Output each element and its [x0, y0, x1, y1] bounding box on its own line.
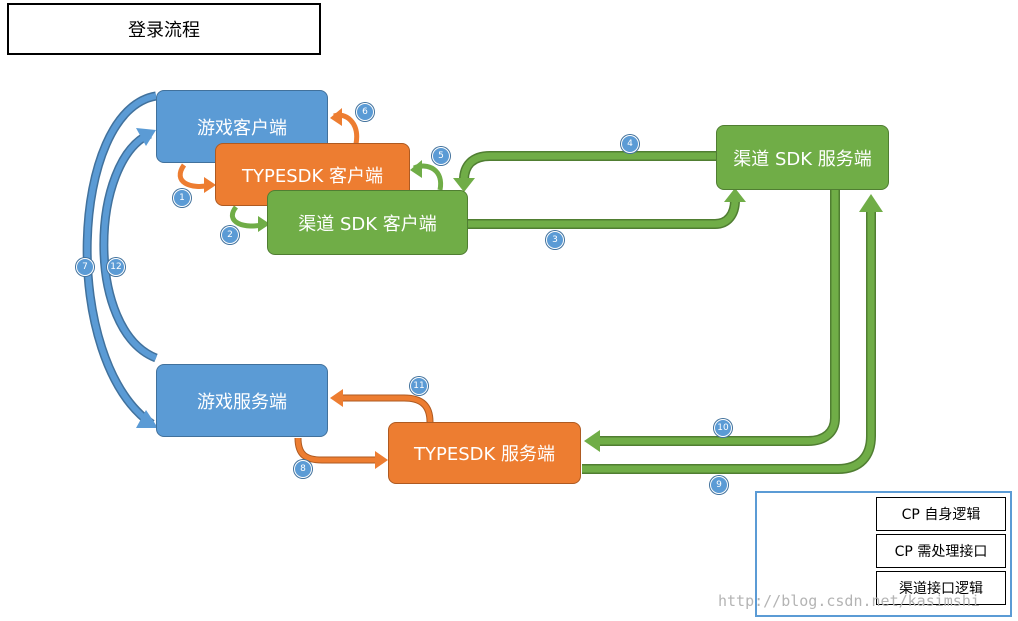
- legend-row-cp-interface: CP 需处理接口: [757, 534, 1010, 568]
- step-badge-4: 4: [621, 135, 639, 153]
- step-badge-12: 12: [107, 258, 125, 276]
- arrow-3: [468, 199, 740, 229]
- legend-label-channel: 渠道接口逻辑: [876, 571, 1006, 605]
- legend-row-cp-self: CP 自身逻辑: [757, 497, 1010, 531]
- watermark: http://blog.csdn.net/kasimshi: [718, 592, 980, 610]
- step-badge-3: 3: [546, 231, 564, 249]
- step-badge-10: 10: [714, 419, 732, 437]
- node-channel-sdk-client: 渠道 SDK 客户端: [267, 190, 468, 255]
- step-badge-6: 6: [356, 103, 374, 121]
- step-badge-9: 9: [710, 476, 728, 494]
- node-typesdk-server: TYPESDK 服务端: [388, 422, 581, 484]
- step-badge-11: 11: [410, 377, 428, 395]
- step-badge-2: 2: [221, 226, 239, 244]
- node-game-server: 游戏服务端: [156, 364, 328, 437]
- legend: CP 自身逻辑 CP 需处理接口 渠道接口逻辑: [755, 491, 1012, 617]
- arrow-12: [99, 129, 158, 363]
- legend-label-cp-self: CP 自身逻辑: [876, 497, 1006, 531]
- legend-row-channel: 渠道接口逻辑: [757, 571, 1010, 605]
- step-badge-8: 8: [294, 460, 312, 478]
- node-channel-sdk-server: 渠道 SDK 服务端: [716, 125, 889, 190]
- legend-label-cp-interface: CP 需处理接口: [876, 534, 1006, 568]
- diagram-title: 登录流程: [7, 3, 321, 55]
- step-badge-5: 5: [432, 147, 450, 165]
- step-badge-1: 1: [173, 189, 191, 207]
- arrow-4: [459, 151, 716, 181]
- step-badge-7: 7: [76, 258, 94, 276]
